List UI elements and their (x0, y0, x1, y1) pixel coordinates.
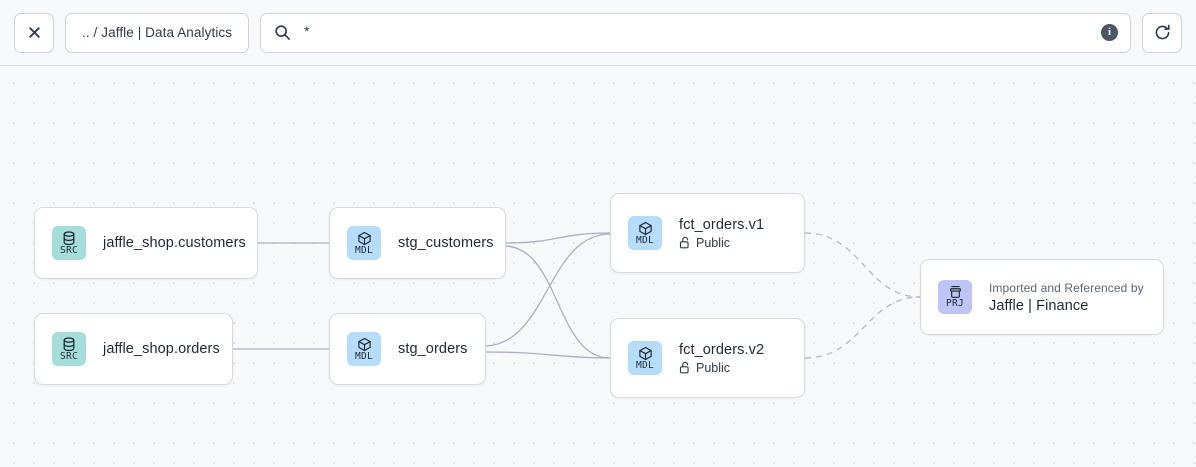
badge-mdl: MDL (347, 332, 381, 366)
lineage-canvas[interactable]: SRC jaffle_shop.customers SRC jaffle_sh (0, 66, 1196, 467)
toolbar: .. / Jaffle | Data Analytics * i (0, 0, 1196, 66)
search-box[interactable]: * i (260, 12, 1131, 53)
badge-mdl: MDL (628, 341, 662, 375)
close-icon (27, 25, 42, 40)
database-icon (62, 230, 76, 246)
node-eyebrow: Imported and Referenced by (989, 280, 1144, 295)
badge-mdl: MDL (628, 216, 662, 250)
badge-mdl-label: MDL (635, 234, 655, 246)
unlock-icon (679, 361, 691, 374)
edge-v1-project (804, 232, 921, 298)
archive-icon (948, 285, 963, 299)
badge-src: SRC (52, 226, 86, 260)
badge-mdl-label: MDL (354, 350, 374, 362)
node-title: jaffle_shop.customers (103, 235, 246, 251)
node-stg-orders[interactable]: MDL stg_orders (329, 313, 486, 385)
edge-v2-project (804, 296, 921, 359)
badge-mdl: MDL (347, 226, 381, 260)
cube-icon (357, 337, 372, 352)
node-text: jaffle_shop.customers (103, 235, 246, 251)
info-icon[interactable]: i (1101, 24, 1118, 41)
node-title: stg_customers (398, 235, 494, 251)
node-text: stg_orders (398, 341, 468, 357)
badge-prj-label: PRJ (945, 298, 965, 309)
node-stg-customers[interactable]: MDL stg_customers (329, 207, 506, 279)
refresh-icon (1153, 23, 1172, 42)
breadcrumb-button[interactable]: .. / Jaffle | Data Analytics (65, 12, 250, 53)
search-input[interactable]: * (304, 23, 310, 39)
node-visibility-label: Public (696, 235, 731, 250)
node-title: Jaffle | Finance (989, 297, 1089, 314)
refresh-button[interactable] (1142, 12, 1182, 53)
cube-icon (638, 221, 653, 236)
node-fct-orders-v2[interactable]: MDL fct_orders.v2 Public (610, 318, 805, 398)
badge-prj: PRJ (938, 280, 972, 314)
node-visibility: Public (679, 361, 764, 375)
node-text: Imported and Referenced by Jaffle | Fina… (989, 281, 1144, 314)
badge-src: SRC (52, 332, 86, 366)
edge-stgcust-v1 (505, 232, 611, 244)
node-jaffle-shop-customers[interactable]: SRC jaffle_shop.customers (34, 207, 258, 279)
node-title: fct_orders.v1 (679, 216, 765, 233)
unlock-icon (679, 236, 691, 249)
node-title: fct_orders.v2 (679, 341, 765, 358)
badge-mdl-label: MDL (635, 359, 655, 371)
node-visibility-label: Public (696, 360, 731, 375)
edge-stgord-v2 (485, 351, 611, 359)
badge-src-label: SRC (59, 350, 79, 362)
node-text: fct_orders.v1 Public (679, 217, 764, 250)
search-icon (274, 24, 291, 41)
node-fct-orders-v1[interactable]: MDL fct_orders.v1 Public (610, 193, 805, 273)
node-text: jaffle_shop.orders (103, 341, 220, 357)
node-text: stg_customers (398, 235, 494, 251)
cube-icon (357, 231, 372, 246)
badge-src-label: SRC (59, 244, 79, 256)
badge-mdl-label: MDL (354, 244, 374, 256)
cube-icon (638, 346, 653, 361)
node-jaffle-finance[interactable]: PRJ Imported and Referenced by Jaffle | … (920, 259, 1164, 335)
breadcrumb: .. / Jaffle | Data Analytics (82, 25, 233, 40)
node-title: stg_orders (398, 341, 468, 357)
node-text: fct_orders.v2 Public (679, 342, 764, 375)
node-jaffle-shop-orders[interactable]: SRC jaffle_shop.orders (34, 313, 233, 385)
node-title: jaffle_shop.orders (103, 341, 220, 357)
node-visibility: Public (679, 236, 764, 250)
database-icon (62, 336, 76, 352)
close-button[interactable] (14, 12, 54, 53)
edge-stgcust-v2 (505, 245, 611, 359)
